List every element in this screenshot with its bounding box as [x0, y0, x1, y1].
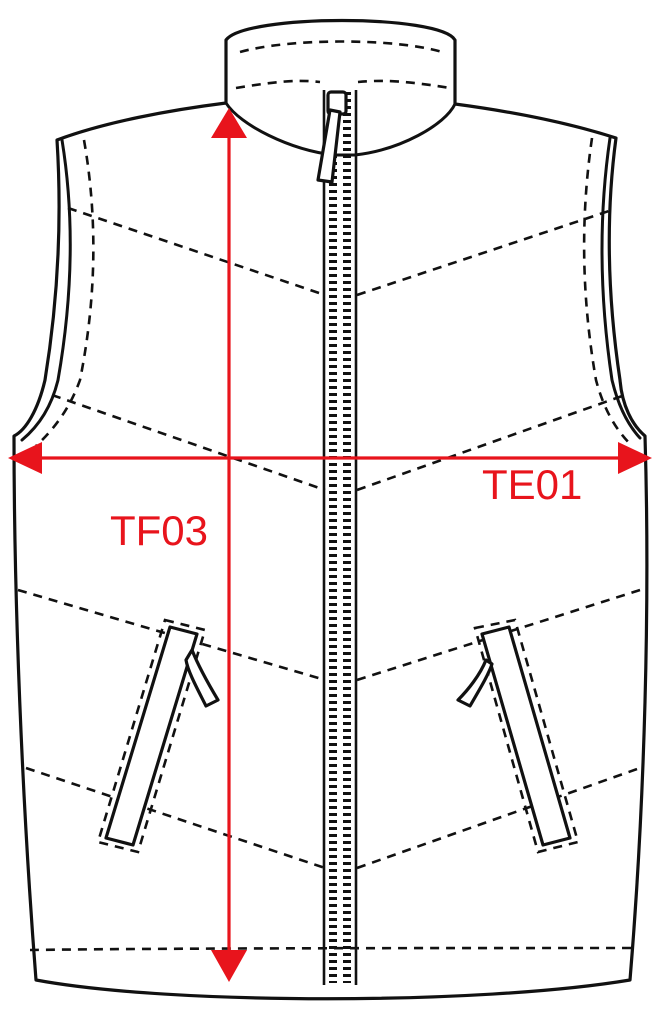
vest-outline [12, 18, 649, 1001]
collar-top-stitch [239, 40, 443, 54]
right-pocket-welt [480, 625, 572, 847]
zipper-pull-tab [316, 108, 342, 184]
quilt-row-2 [51, 393, 626, 492]
tf03-arrow-bottom-head [211, 950, 247, 982]
hem-stitch [29, 946, 637, 952]
te01-arrow-right-head [618, 442, 652, 474]
te01-label: TE01 [482, 461, 582, 508]
left-pocket-pull [184, 648, 220, 708]
right-pocket [456, 618, 580, 854]
right-armhole-line [600, 136, 642, 440]
zipper [316, 90, 358, 985]
quilt-row-1 [67, 206, 613, 297]
collar-fold-stitch [235, 79, 321, 90]
right-pocket-pull [456, 658, 494, 708]
right-armhole-stitch [582, 137, 633, 447]
measurements: TE01 TF03 [8, 108, 652, 982]
left-pocket-welt [104, 625, 199, 847]
quilt-row-4 [25, 766, 641, 870]
left-armhole-line [20, 138, 72, 442]
right-pocket-stitch [473, 618, 580, 854]
te01-arrow-left-head [8, 442, 42, 474]
vest-body [12, 18, 649, 1001]
left-pocket [96, 618, 220, 854]
left-pocket-stitch [96, 618, 207, 854]
collar-fold-stitch-right [357, 79, 451, 90]
left-armhole-stitch [35, 139, 95, 447]
pockets [96, 618, 580, 854]
tf03-arrow-top-head [211, 108, 247, 138]
tf03-label: TF03 [110, 507, 208, 554]
